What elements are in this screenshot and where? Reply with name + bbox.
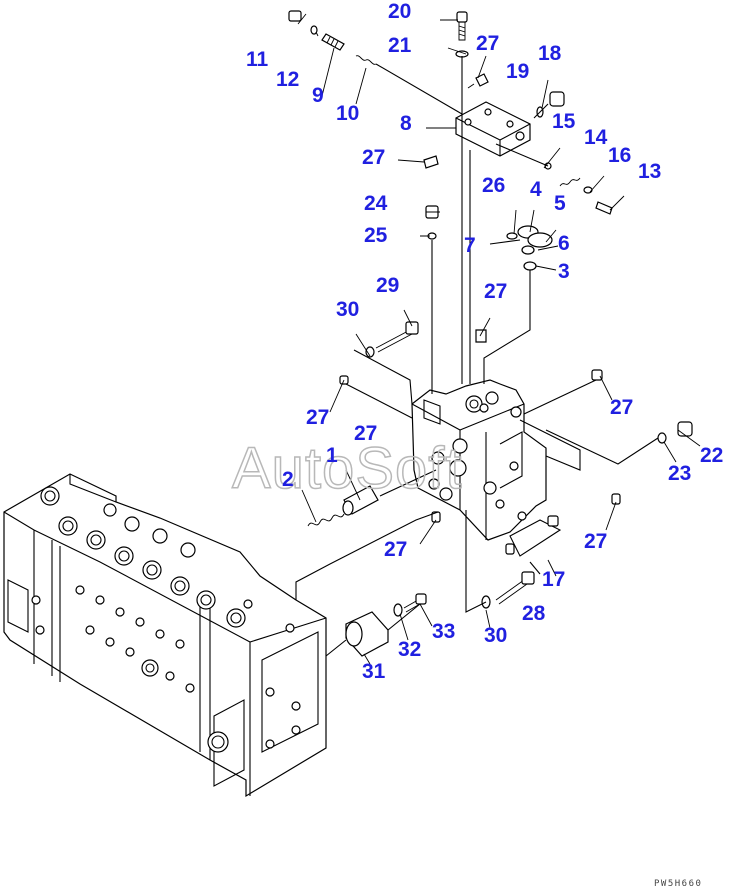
callout-31: 31: [362, 660, 386, 683]
callout-26: 26: [482, 174, 505, 197]
callout-28: 28: [522, 602, 546, 625]
callout-6: 6: [558, 232, 570, 255]
small-parts: [288, 10, 693, 657]
callout-27-g: 27: [384, 538, 407, 561]
callout-labels: 11 12 9 10 20 21 27 18 19 8 15 14 16 13 …: [246, 0, 723, 683]
callout-9: 9: [312, 84, 324, 107]
callout-15: 15: [552, 110, 576, 133]
callout-27-h: 27: [584, 530, 607, 553]
callout-3: 3: [558, 260, 570, 283]
callout-27-top: 27: [476, 32, 499, 55]
callout-27-c: 27: [484, 280, 507, 303]
callout-2: 2: [282, 468, 294, 491]
callout-32: 32: [398, 638, 421, 661]
callout-10: 10: [336, 102, 359, 125]
callout-25: 25: [364, 224, 388, 247]
callout-19: 19: [506, 60, 529, 83]
callout-27-d: 27: [610, 396, 633, 419]
callout-27-b: 27: [362, 146, 385, 169]
callout-12: 12: [276, 68, 299, 91]
main-valve-body: [3, 473, 327, 798]
drawing-code: PW5H660: [654, 879, 702, 889]
callout-24: 24: [364, 192, 388, 215]
callout-13: 13: [638, 160, 661, 183]
callout-1: 1: [326, 444, 338, 467]
block-part-8: [455, 101, 531, 157]
callout-21: 21: [388, 34, 412, 57]
section-valve-block: [411, 379, 581, 541]
callout-20: 20: [388, 0, 411, 23]
callout-22: 22: [700, 444, 723, 467]
callout-30-bottom: 30: [484, 624, 507, 647]
callout-8: 8: [400, 112, 412, 135]
callout-27-f: 27: [354, 422, 377, 445]
callout-29: 29: [376, 274, 399, 297]
leader-lines: [295, 13, 701, 665]
callout-16: 16: [608, 144, 631, 167]
callout-30-top: 30: [336, 298, 359, 321]
callout-7: 7: [464, 234, 476, 257]
callout-33: 33: [432, 620, 455, 643]
callout-23: 23: [668, 462, 691, 485]
callout-5: 5: [554, 192, 566, 215]
callout-14: 14: [584, 126, 608, 149]
callout-17: 17: [542, 568, 565, 591]
callout-11: 11: [246, 48, 269, 71]
watermark-text: AutoSoft: [232, 436, 462, 501]
callout-18: 18: [538, 42, 562, 65]
callout-27-e: 27: [306, 406, 329, 429]
callout-4: 4: [530, 178, 542, 201]
